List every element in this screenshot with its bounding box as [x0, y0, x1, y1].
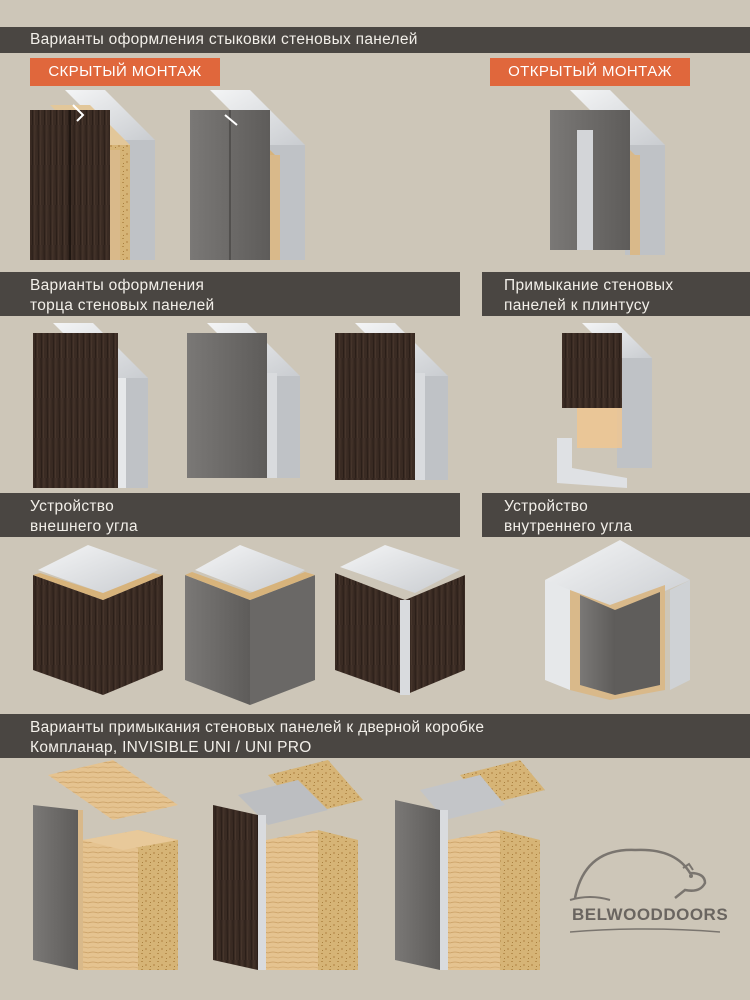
end-wenge-illustration	[33, 323, 148, 488]
section-title-joints: Варианты оформления стыковки стеновых па…	[0, 27, 750, 53]
door-frame-complanar-illustration	[33, 760, 178, 970]
outer-corner-wenge-illustration	[33, 545, 163, 695]
section-title-plinth: Примыкание стеновых панелей к плинтусу	[482, 272, 750, 316]
tag-open-mount: ОТКРЫТЫЙ МОНТАЖ	[490, 58, 690, 86]
joint-hidden-gray-illustration	[190, 90, 305, 260]
plinth-illustration	[557, 323, 652, 488]
section-title-panel-ends: Варианты оформления торца стеновых панел…	[0, 272, 460, 316]
logo-underline	[570, 928, 720, 933]
brand-logo-text: BELWOODDOORS	[572, 905, 729, 924]
beaver-logo-icon	[569, 848, 707, 901]
end-gray-illustration	[187, 323, 300, 478]
section-title-inner-corner: Устройство внутреннего угла	[482, 493, 750, 537]
tag-hidden-mount: СКРЫТЫЙ МОНТАЖ	[30, 58, 220, 86]
section-title-outer-corner: Устройство внешнего угла	[0, 493, 460, 537]
end-wenge-alt-illustration	[335, 323, 448, 480]
door-frame-uni-pro-illustration	[395, 760, 545, 970]
joint-hidden-wenge-illustration	[30, 90, 155, 260]
outer-corner-wenge-alt-illustration	[335, 545, 465, 695]
joint-open-illustration	[550, 90, 665, 255]
inner-corner-illustration	[545, 540, 690, 700]
outer-corner-gray-illustration	[185, 545, 315, 705]
door-frame-invisible-uni-illustration	[213, 760, 363, 970]
section-title-door-frame: Варианты примыкания стеновых панелей к д…	[0, 714, 750, 758]
